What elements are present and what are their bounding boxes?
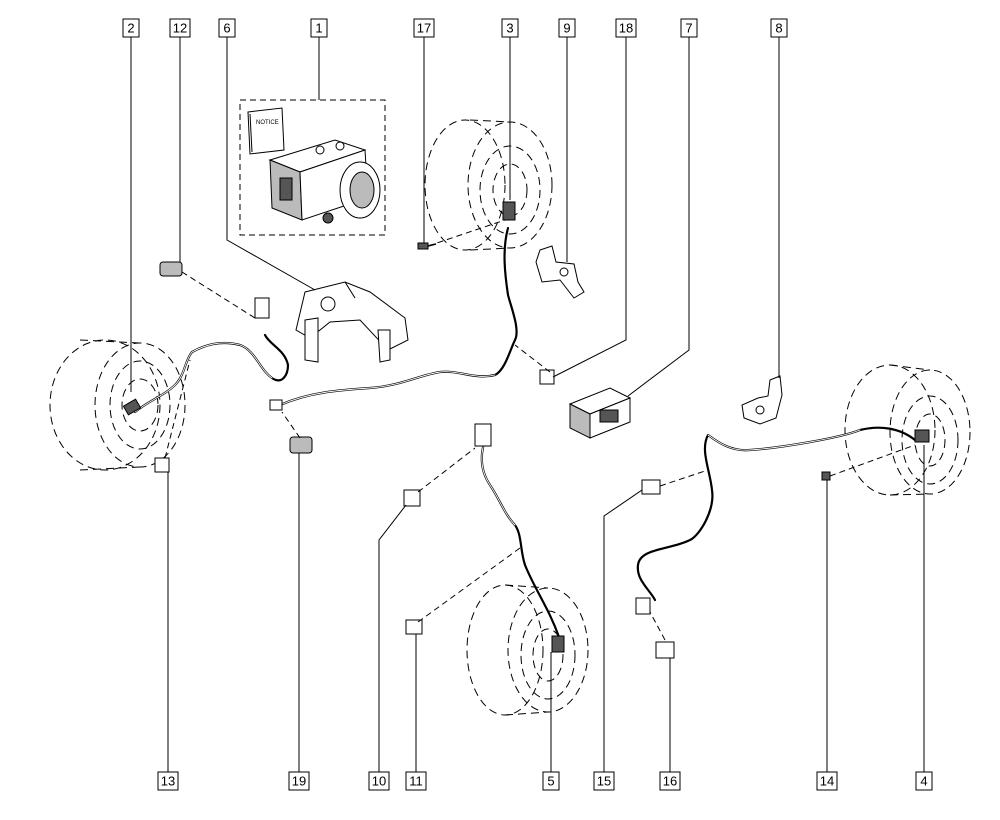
callout-label: 15 — [597, 774, 611, 789]
callout-11: 11 — [405, 771, 427, 791]
callout-8: 8 — [770, 18, 788, 38]
sensor-bracket-front-right — [741, 375, 783, 425]
assembly-lines — [164, 219, 916, 641]
callout-1: 1 — [310, 18, 328, 38]
callout-9: 9 — [558, 18, 576, 38]
callout-label: 7 — [685, 21, 692, 36]
callout-label: 17 — [417, 21, 431, 36]
clip-12 — [159, 261, 183, 277]
leader-lines — [130, 37, 925, 772]
callout-19: 19 — [288, 771, 310, 791]
clip-18 — [539, 369, 555, 385]
callout-2: 2 — [122, 18, 140, 38]
callout-17: 17 — [413, 18, 435, 38]
abs-hydraulic-unit: NOTICE — [239, 99, 386, 236]
grommet-19 — [289, 436, 313, 454]
callout-16: 16 — [659, 771, 681, 791]
sensor-bracket-rear — [535, 245, 585, 299]
callout-label: 14 — [820, 774, 834, 789]
callout-5: 5 — [542, 771, 560, 791]
callout-label: 1 — [315, 21, 322, 36]
callout-label: 18 — [619, 21, 633, 36]
callout-label: 4 — [920, 774, 927, 789]
callout-7: 7 — [680, 18, 698, 38]
callout-15: 15 — [593, 771, 615, 791]
sensor-cable-front-right — [635, 426, 930, 615]
callout-label: 13 — [161, 774, 175, 789]
clip-13 — [154, 457, 170, 473]
callout-label: 5 — [547, 774, 554, 789]
wheel-rear-top — [424, 119, 553, 251]
main-harness-cable — [269, 201, 518, 411]
sensor-cable-front-left — [122, 297, 290, 416]
clip-15 — [641, 479, 661, 495]
wheel-front-right — [844, 364, 971, 496]
callout-18: 18 — [615, 18, 637, 38]
callout-label: 11 — [409, 774, 423, 789]
callout-14: 14 — [816, 771, 838, 791]
callout-label: 9 — [563, 21, 570, 36]
wheel-rear-bottom — [466, 584, 589, 716]
svg-text:NOTICE: NOTICE — [256, 120, 279, 126]
yaw-rate-sensor — [568, 387, 632, 439]
callout-label: 6 — [223, 21, 230, 36]
callout-3: 3 — [501, 18, 519, 38]
callout-label: 8 — [775, 21, 782, 36]
clip-10 — [403, 489, 421, 507]
notice-booklet: NOTICE — [247, 107, 285, 155]
callout-label: 2 — [127, 21, 134, 36]
callout-13: 13 — [157, 771, 179, 791]
wheel-front-left — [49, 339, 186, 471]
callout-10: 10 — [368, 771, 390, 791]
abs-mounting-bracket — [295, 281, 409, 363]
callout-6: 6 — [218, 18, 236, 38]
callout-label: 16 — [663, 774, 677, 789]
clip-11 — [405, 619, 423, 635]
callout-label: 3 — [506, 21, 513, 36]
sensor-cable-rear-bottom — [474, 423, 565, 653]
callout-label: 12 — [173, 21, 187, 36]
callout-12: 12 — [169, 18, 191, 38]
callout-label: 19 — [292, 774, 306, 789]
clip-16 — [655, 641, 675, 659]
callout-4: 4 — [915, 771, 933, 791]
callout-label: 10 — [372, 774, 386, 789]
screw-14 — [821, 471, 831, 481]
